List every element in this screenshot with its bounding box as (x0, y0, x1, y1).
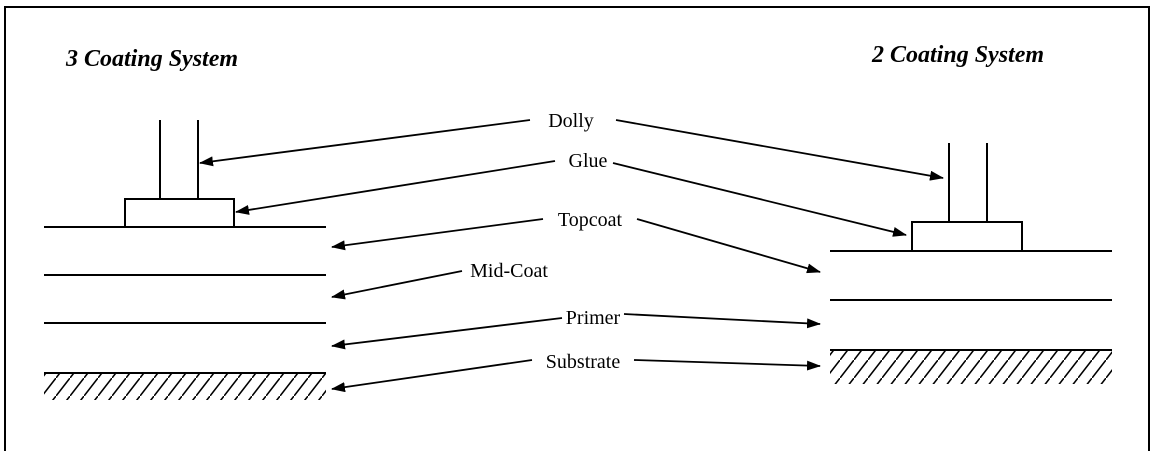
arrow-topcoat-right (636, 218, 821, 274)
left-glue-block (124, 198, 235, 228)
arrow-glue-right (612, 162, 907, 237)
arrow-substrate-right (633, 359, 821, 371)
label-substrate: Substrate (546, 351, 621, 373)
arrow-substrate-left (331, 359, 533, 393)
left-substrate-hatch (44, 374, 326, 400)
label-dolly: Dolly (548, 110, 594, 132)
three-coating-stack (44, 120, 326, 400)
arrow-primer-right (623, 313, 821, 329)
label-primer: Primer (566, 307, 621, 329)
label-midcoat: Mid-Coat (470, 260, 548, 282)
arrow-dolly-left (199, 119, 531, 167)
diagram-frame (4, 6, 1150, 451)
arrow-primer-left (331, 317, 563, 350)
arrow-midcoat-left (331, 270, 463, 300)
two-coating-stack (830, 143, 1112, 384)
label-glue: Glue (569, 150, 608, 172)
right-glue-block (911, 221, 1023, 252)
right-substrate-hatch (830, 351, 1112, 384)
arrow-dolly-right (615, 119, 944, 181)
arrow-glue-left (235, 160, 556, 215)
title-three-coating-system: 3 Coating System (66, 46, 239, 72)
title-two-coating-system: 2 Coating System (872, 42, 1045, 68)
label-topcoat: Topcoat (558, 209, 623, 231)
arrow-topcoat-left (331, 218, 544, 251)
